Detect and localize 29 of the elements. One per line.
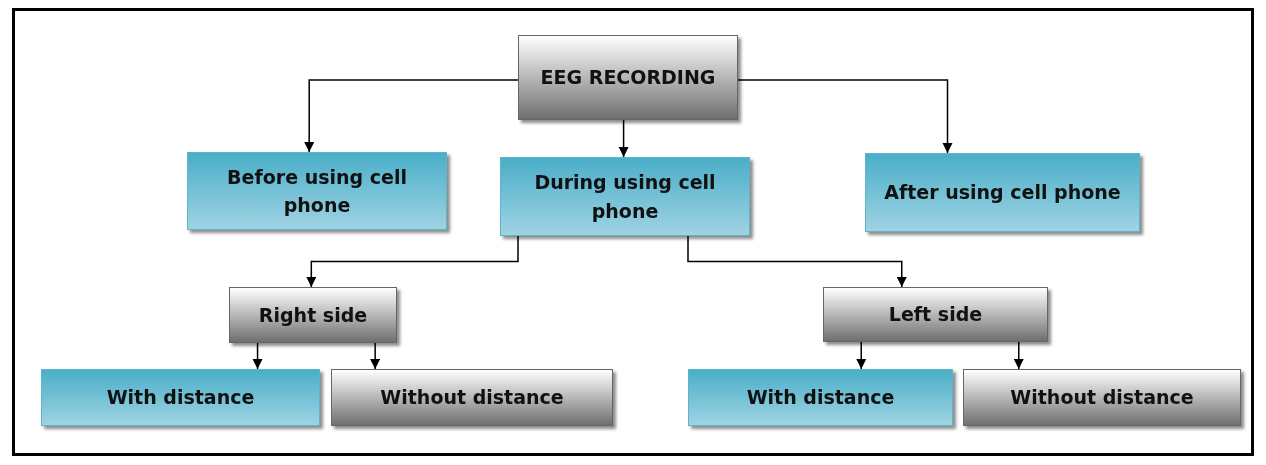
arrow	[306, 235, 519, 288]
box-label: Left side	[887, 302, 984, 328]
arrow	[618, 119, 629, 158]
arrow	[687, 235, 907, 288]
box-label: Right side	[257, 302, 369, 328]
process-box	[688, 369, 953, 426]
category-box	[823, 287, 1048, 342]
box-label: With distance	[745, 385, 896, 411]
category-box	[331, 369, 613, 426]
arrow	[252, 342, 263, 370]
box-label: Without distance	[379, 385, 565, 411]
category-box	[963, 369, 1241, 426]
box-label: Without distance	[1009, 385, 1195, 411]
process-box	[41, 369, 320, 426]
category-box	[518, 35, 738, 120]
arrow	[856, 341, 867, 370]
box-label: Before using cell phone	[226, 164, 408, 218]
box-label: During using cell phone	[533, 170, 717, 224]
arrow	[737, 79, 953, 154]
arrow	[369, 342, 381, 370]
box-label: EEG RECORDING	[539, 65, 717, 91]
arrow	[1013, 341, 1024, 370]
box-label: After using cell phone	[883, 180, 1122, 206]
process-box	[500, 157, 750, 236]
arrow	[303, 79, 519, 153]
process-box	[865, 153, 1140, 232]
category-box	[229, 287, 397, 343]
box-label: With distance	[105, 385, 256, 411]
process-box	[187, 152, 447, 230]
